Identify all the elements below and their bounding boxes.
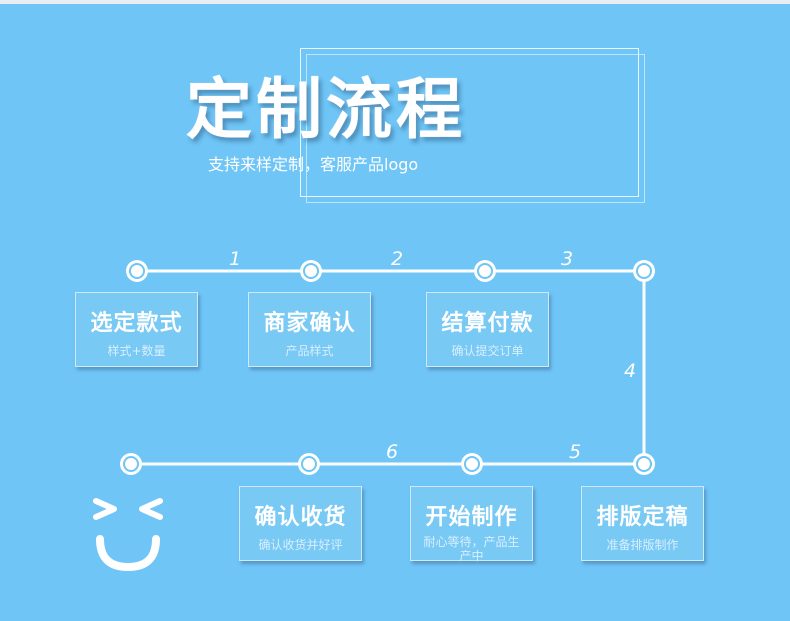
step-box-subtitle: 产品样式: [285, 344, 334, 358]
node-circle-icon: [474, 260, 496, 282]
node-circle-icon: [300, 260, 322, 282]
step-box-subtitle: 耐心等待，产品生产中: [423, 535, 520, 563]
step-number-2: 2: [391, 248, 404, 270]
step-box-title: 开始制作: [425, 505, 518, 530]
node-circle-icon: [120, 453, 142, 475]
page-title: 定制流程: [186, 71, 466, 148]
step-box-select-style: 选定款式 样式+数量: [75, 292, 198, 367]
step-box-layout-finalize: 排版定稿 准备排版制作: [581, 486, 704, 561]
step-box-merchant-confirm: 商家确认 产品样式: [248, 292, 371, 367]
step-box-payment: 结算付款 确认提交订单: [426, 292, 549, 367]
step-box-subtitle: 确认提交订单: [451, 344, 524, 358]
step-box-title: 排版定稿: [596, 505, 689, 530]
step-number-4: 4: [624, 360, 637, 382]
step-number-1: 1: [229, 248, 242, 270]
step-box-subtitle: 确认收货并好评: [258, 538, 343, 552]
node-circle-icon: [126, 260, 148, 282]
step-box-title: 商家确认: [263, 311, 356, 336]
step-number-3: 3: [561, 248, 574, 270]
step-box-confirm-receipt: 确认收货 确认收货并好评: [239, 486, 362, 561]
step-box-subtitle: 准备排版制作: [606, 538, 679, 552]
step-box-subtitle: 样式+数量: [107, 344, 166, 358]
node-circle-icon: [461, 453, 483, 475]
node-circle-icon: [298, 453, 320, 475]
step-box-start-production: 开始制作 耐心等待，产品生产中: [410, 486, 533, 563]
title-frame-offset: [306, 54, 645, 203]
step-box-title: 结算付款: [441, 311, 534, 336]
step-number-6: 6: [386, 441, 399, 463]
node-circle-icon: [633, 260, 655, 282]
step-box-title: 选定款式: [90, 311, 183, 336]
smiley-icon: [93, 498, 163, 572]
flow-line: [131, 269, 646, 466]
title-frame: [300, 48, 639, 197]
top-bar: [0, 0, 790, 4]
node-circle-icon: [633, 453, 655, 475]
step-number-5: 5: [569, 441, 582, 463]
page-subtitle: 支持来样定制，客服产品logo: [208, 155, 419, 174]
step-box-title: 确认收货: [254, 505, 347, 530]
